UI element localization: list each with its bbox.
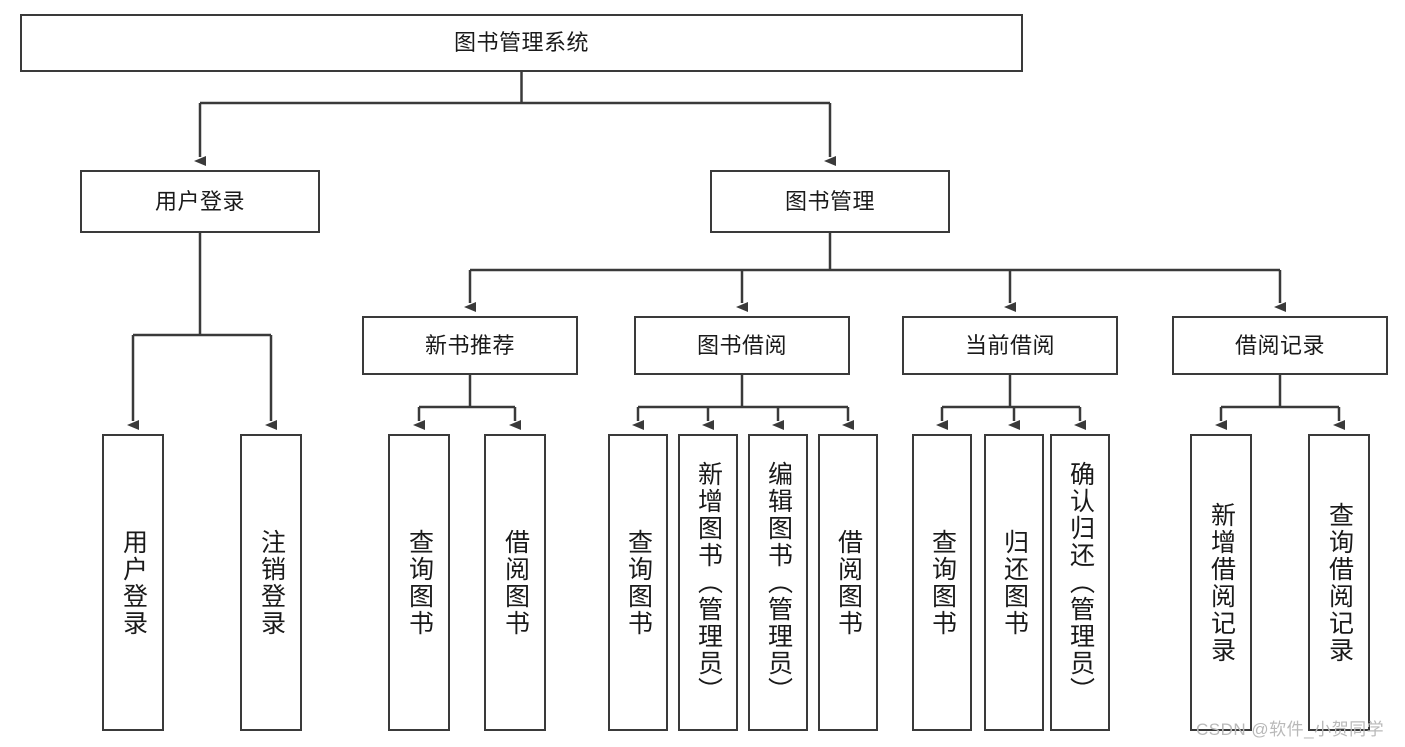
node-leaf-borrow-book-1[interactable]: 借阅图书 — [484, 434, 546, 731]
node-leaf-user-login[interactable]: 用户登录 — [102, 434, 164, 731]
node-label-book-borrow: 图书借阅 — [696, 332, 787, 358]
node-leaf-add-borrow-record[interactable]: 新增借阅记录 — [1190, 434, 1252, 731]
node-user-login[interactable]: 用户登录 — [80, 170, 320, 233]
node-label-leaf-user-login: 用户登录 — [119, 528, 148, 637]
node-leaf-return-book[interactable]: 归还图书 — [984, 434, 1044, 731]
node-leaf-query-borrow-record[interactable]: 查询借阅记录 — [1308, 434, 1370, 731]
node-label-leaf-confirm-return-admin: 确认归还（管理员） — [1066, 461, 1095, 704]
node-leaf-edit-book-admin[interactable]: 编辑图书（管理员） — [748, 434, 808, 731]
node-label-leaf-add-book-admin: 新增图书（管理员） — [694, 461, 723, 704]
node-leaf-query-book-2[interactable]: 查询图书 — [608, 434, 668, 731]
node-borrow-record[interactable]: 借阅记录 — [1172, 316, 1388, 375]
node-leaf-logout[interactable]: 注销登录 — [240, 434, 302, 731]
node-leaf-confirm-return-admin[interactable]: 确认归还（管理员） — [1050, 434, 1110, 731]
node-label-book-manage: 图书管理 — [784, 188, 875, 214]
node-label-leaf-query-book-3: 查询图书 — [928, 528, 957, 637]
node-root[interactable]: 图书管理系统 — [20, 14, 1023, 72]
node-label-leaf-query-book-1: 查询图书 — [405, 528, 434, 637]
node-label-leaf-return-book: 归还图书 — [1000, 528, 1029, 637]
node-label-leaf-add-borrow-record: 新增借阅记录 — [1207, 501, 1236, 664]
node-current-borrow[interactable]: 当前借阅 — [902, 316, 1118, 375]
node-leaf-query-book-3[interactable]: 查询图书 — [912, 434, 972, 731]
node-book-manage[interactable]: 图书管理 — [710, 170, 950, 233]
node-label-root: 图书管理系统 — [453, 30, 589, 56]
node-leaf-add-book-admin[interactable]: 新增图书（管理员） — [678, 434, 738, 731]
node-label-leaf-logout: 注销登录 — [257, 528, 286, 637]
csdn-watermark: CSDN @软件_小贺同学 — [1196, 720, 1385, 739]
node-leaf-borrow-book-2[interactable]: 借阅图书 — [818, 434, 878, 731]
node-label-leaf-edit-book-admin: 编辑图书（管理员） — [764, 461, 793, 704]
node-book-borrow[interactable]: 图书借阅 — [634, 316, 850, 375]
node-label-user-login: 用户登录 — [154, 188, 245, 214]
node-leaf-query-book-1[interactable]: 查询图书 — [388, 434, 450, 731]
node-label-current-borrow: 当前借阅 — [964, 332, 1055, 358]
node-label-leaf-query-borrow-record: 查询借阅记录 — [1325, 501, 1354, 664]
node-label-leaf-query-book-2: 查询图书 — [624, 528, 653, 637]
node-label-leaf-borrow-book-1: 借阅图书 — [501, 528, 530, 637]
node-new-book-recommend[interactable]: 新书推荐 — [362, 316, 578, 375]
node-label-leaf-borrow-book-2: 借阅图书 — [834, 528, 863, 637]
node-label-borrow-record: 借阅记录 — [1234, 332, 1325, 358]
node-label-new-book-recommend: 新书推荐 — [424, 332, 515, 358]
